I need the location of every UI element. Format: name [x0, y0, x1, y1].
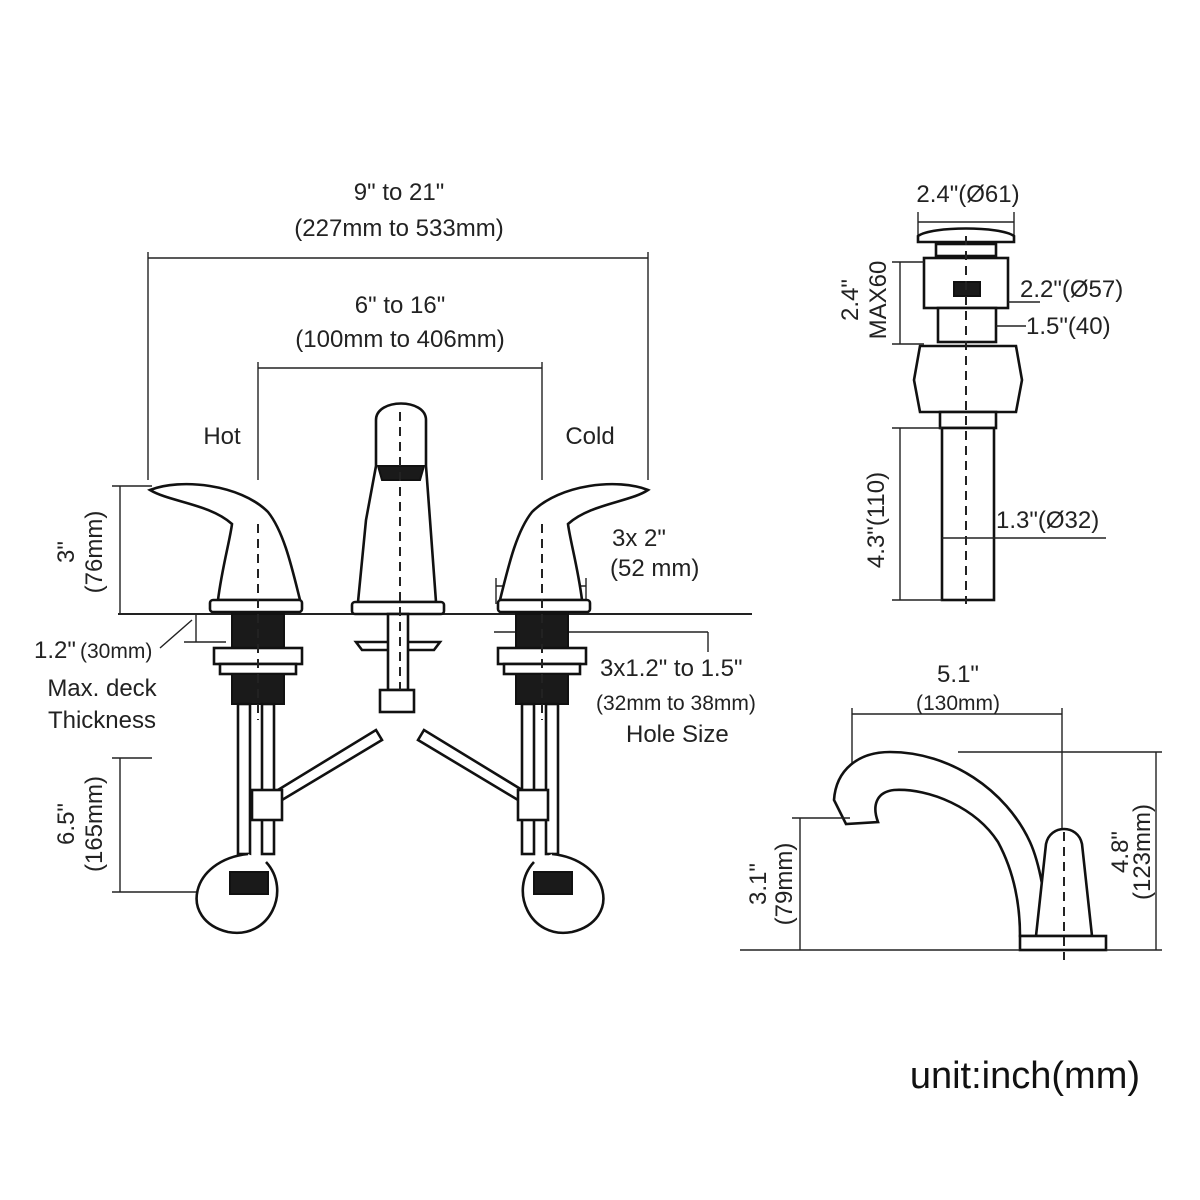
- deck-caption-line2: Thickness: [48, 707, 156, 734]
- drain-view: 2.4"(Ø61) 2.4" MAX60 2.2"(Ø57) 1.5"(40) …: [837, 181, 1123, 604]
- deck-caption-line1: Max. deck: [47, 675, 157, 702]
- handle-height-mm-label: (76mm): [81, 511, 108, 594]
- base-width-label: 3x 2": [612, 525, 666, 552]
- hot-handle: [147, 482, 304, 720]
- center-spout: [350, 402, 446, 714]
- deck-thickness-label: 1.2": [34, 637, 76, 664]
- body-height-label: 2.4": [837, 279, 864, 321]
- hose-length-label: 6.5": [53, 803, 80, 845]
- front-view: 9" to 21" (227mm to 533mm) 6" to 16" (10…: [34, 179, 756, 935]
- body-height-max-label: MAX60: [865, 261, 892, 340]
- deck-thickness-leader: [159, 619, 193, 649]
- reach-label: 5.1": [937, 661, 979, 688]
- handle-spread-label: 6" to 16": [355, 292, 445, 319]
- hose-length-mm-label: (165mm): [81, 776, 108, 872]
- drain-nut: [912, 344, 1024, 414]
- cold-handle: [496, 482, 651, 720]
- cap-diameter-label: 2.4"(Ø61): [916, 181, 1019, 208]
- body-diameter-label: 2.2"(Ø57): [1020, 276, 1123, 303]
- hot-label: Hot: [203, 423, 241, 450]
- tail-diameter-label: 1.3"(Ø32): [996, 507, 1099, 534]
- side-spout: [832, 750, 1050, 938]
- reach-mm-label: (130mm): [916, 692, 1000, 715]
- cold-label: Cold: [565, 423, 614, 450]
- hole-caption: Hole Size: [626, 721, 729, 748]
- hole-size-mm-label: (32mm to 38mm): [596, 692, 756, 715]
- overall-width-label: 9" to 21": [354, 179, 444, 206]
- drain-cap: [916, 227, 1016, 244]
- total-height-mm-label: (123mm): [1129, 804, 1156, 900]
- base-width-mm-label: (52 mm): [610, 555, 699, 582]
- tail-length-label: 4.3"(110): [863, 472, 890, 568]
- handle-spread-mm-label: (100mm to 406mm): [295, 326, 504, 353]
- thread-diameter-label: 1.5"(40): [1026, 313, 1111, 340]
- drain-tailpiece: [940, 426, 996, 602]
- total-height-label: 4.8": [1107, 831, 1134, 873]
- deck-thickness-mm-label: (30mm): [80, 640, 152, 663]
- hole-size-label: 3x1.2" to 1.5": [600, 655, 742, 682]
- overall-width-mm-label: (227mm to 533mm): [294, 215, 503, 242]
- spout-height-mm-label: (79mm): [771, 843, 798, 926]
- unit-note: unit:inch(mm): [910, 1055, 1140, 1097]
- supply-hoses: [195, 702, 605, 935]
- handle-height-label: 3": [53, 541, 80, 563]
- side-view: 5.1" (130mm) 3.1" (79mm) 4.8" (123mm): [740, 661, 1162, 960]
- spout-height-label: 3.1": [745, 863, 772, 905]
